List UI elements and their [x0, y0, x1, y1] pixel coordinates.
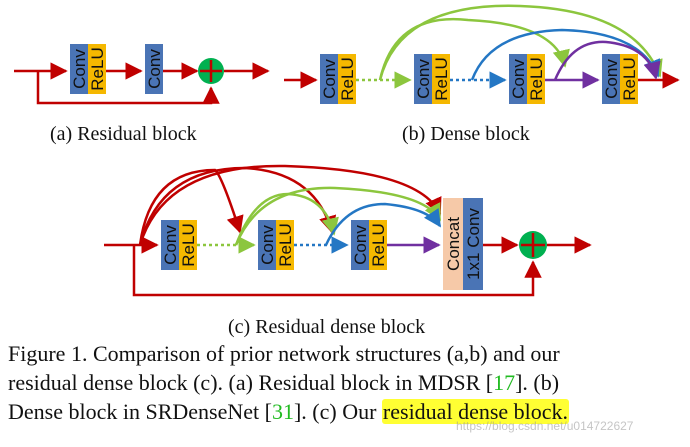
- conv-label: Conv: [70, 49, 89, 89]
- relu-label: ReLU: [276, 223, 295, 266]
- relu-box: [338, 54, 356, 104]
- relu-label: ReLU: [179, 223, 198, 266]
- conv-label: Conv: [602, 59, 621, 99]
- conv-label: Conv: [509, 59, 528, 99]
- conv-box: [145, 44, 163, 94]
- caption-text: residual dense block (c). (a) Residual b…: [8, 370, 494, 395]
- reference-link[interactable]: 17: [493, 370, 516, 395]
- conv-label: Conv: [145, 49, 164, 89]
- caption-text: Dense block in SRDenseNet [: [8, 399, 272, 424]
- relu-label: ReLU: [620, 57, 639, 100]
- caption-text: ]. (c) Our: [293, 399, 382, 424]
- relu-box: [276, 220, 294, 270]
- relu-label: ReLU: [338, 57, 357, 100]
- conv-box: [602, 54, 620, 104]
- relu-box: [620, 54, 638, 104]
- caption-text: ]. (b): [515, 370, 560, 395]
- figure-caption: Figure 1. Comparison of prior network st…: [8, 339, 688, 426]
- relu-box: [527, 54, 545, 104]
- relu-label: ReLU: [432, 57, 451, 100]
- conv-label: Conv: [258, 225, 277, 265]
- conv-box: [509, 54, 527, 104]
- highlighted-text: residual dense block.: [381, 399, 570, 424]
- relu-box: [432, 54, 450, 104]
- network-diagram: Conv ReLU Conv Conv ReLU Conv ReLU Conv …: [14, 4, 680, 297]
- subfigure-label-c: (c) Residual dense block: [228, 316, 426, 338]
- relu-box: [369, 220, 387, 270]
- conv-label: Conv: [161, 225, 180, 265]
- relu-label: ReLU: [527, 57, 546, 100]
- dense-skip-purple: [553, 40, 661, 81]
- concat-label: Concat: [444, 217, 463, 271]
- dense-skip-green: [378, 17, 570, 81]
- rdb-residual-skip: [132, 245, 542, 297]
- caption-line-3: Dense block in SRDenseNet [31]. (c) Our …: [8, 397, 688, 426]
- conv1x1-box: [463, 198, 483, 290]
- dense-block: Conv ReLU Conv ReLU Conv ReLU Conv ReLU: [284, 4, 680, 104]
- rdb-skip-green: [234, 186, 442, 246]
- subfigure-label-a: (a) Residual block: [50, 123, 197, 145]
- conv1x1-label: 1x1 Conv: [464, 208, 483, 280]
- watermark: https://blog.csdn.net/u014722627: [456, 419, 634, 433]
- conv-box: [320, 54, 338, 104]
- residual-block: Conv ReLU Conv: [14, 44, 270, 105]
- conv-box: [414, 54, 432, 104]
- conv-label: Conv: [351, 225, 370, 265]
- rdb-skip-blue: [324, 202, 442, 246]
- residual-skip-connection: [36, 71, 220, 105]
- caption-line-2: residual dense block (c). (a) Residual b…: [8, 368, 688, 397]
- conv-box: [70, 44, 88, 94]
- conv-label: Conv: [414, 59, 433, 99]
- residual-dense-block: Conv ReLU Conv ReLU Conv ReLU Concat 1x1…: [104, 164, 592, 297]
- relu-box: [179, 220, 197, 270]
- conv-box: [258, 220, 276, 270]
- reference-link[interactable]: 31: [271, 399, 294, 424]
- relu-box: [88, 44, 106, 94]
- caption-line-1: Figure 1. Comparison of prior network st…: [8, 341, 560, 366]
- subfigure-label-b: (b) Dense block: [402, 123, 530, 145]
- concat-box: [443, 198, 463, 290]
- conv-box: [161, 220, 179, 270]
- conv-box: [351, 220, 369, 270]
- rdb-skip-red: [138, 164, 442, 246]
- conv-label: Conv: [320, 59, 339, 99]
- relu-label: ReLU: [369, 223, 388, 266]
- rdb-skip-red: [138, 168, 244, 246]
- relu-label: ReLU: [88, 47, 107, 90]
- dense-skip-green: [378, 4, 663, 81]
